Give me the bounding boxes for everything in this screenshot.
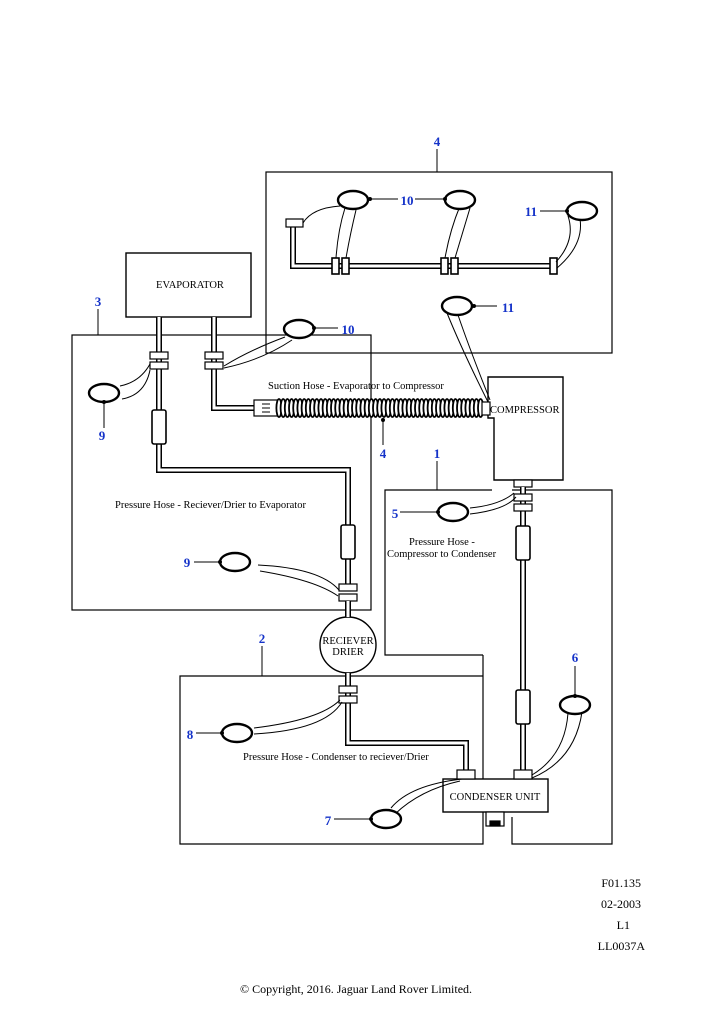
pressure-hose-condenser-receiver-label: Pressure Hose - Condenser to reciever/Dr… [243, 752, 429, 763]
pressure-hose-compressor-condenser-label-1: Pressure Hose - [409, 537, 475, 548]
callout-4-hose: 4 [380, 446, 387, 461]
group-box-4 [265, 171, 613, 354]
callout-8: 8 [187, 727, 194, 742]
suction-hose-label: Suction Hose - Evaporator to Compressor [268, 381, 444, 392]
pressure-hose-receiver-evaporator [149, 317, 358, 617]
callout-leaders [97, 149, 577, 821]
evaporator-unit [125, 252, 252, 318]
callout-10-top: 10 [401, 193, 414, 208]
reference-date: 02-2003 [601, 897, 641, 911]
o-ring [220, 722, 254, 744]
condenser-label: CONDENSER UNIT [450, 792, 541, 803]
compressor-unit [487, 376, 564, 481]
group-box-3 [71, 334, 372, 611]
callout-5: 5 [392, 506, 399, 521]
compressor-label: COMPRESSOR [490, 405, 559, 416]
o-ring [440, 295, 474, 317]
copyright-notice: © Copyright, 2016. Jaguar Land Rover Lim… [240, 982, 472, 996]
o-ring [87, 382, 121, 404]
group-box-2 [179, 655, 484, 845]
reference-code: LL0037A [598, 939, 646, 953]
callout-10-mid: 10 [342, 322, 355, 337]
callout-3: 3 [95, 294, 102, 309]
detail-pipe-assembly [285, 205, 582, 275]
group-box-1 [511, 489, 613, 845]
callout-9-bottom: 9 [184, 555, 191, 570]
pressure-hose-compressor-condenser [513, 487, 533, 780]
o-ring [282, 318, 316, 340]
o-ring [443, 189, 477, 211]
suction-hose [204, 317, 491, 418]
o-ring [369, 808, 403, 830]
pressure-hose-receiver-evaporator-label: Pressure Hose - Reciever/Drier to Evapor… [115, 500, 306, 511]
callout-4-box: 4 [434, 134, 441, 149]
receiver-drier-label-1: RECIEVER [322, 636, 373, 647]
pressure-hose-compressor-condenser-label-2: Compressor to Condenser [387, 549, 497, 560]
callout-1: 1 [434, 446, 441, 461]
callout-9-top: 9 [99, 428, 106, 443]
condenser-unit [442, 778, 549, 813]
o-ring [565, 200, 599, 222]
pressure-hose-condenser-receiver [338, 673, 476, 780]
evaporator-label: EVAPORATOR [156, 280, 224, 291]
callout-6: 6 [572, 650, 579, 665]
o-ring [558, 694, 592, 716]
corrugated-hose-section [275, 398, 485, 418]
o-ring [218, 551, 252, 573]
callout-11-mid: 11 [502, 300, 514, 315]
callout-2: 2 [259, 631, 266, 646]
leader-lines [119, 312, 583, 815]
group-box-1-left [384, 489, 492, 656]
callout-7: 7 [325, 813, 332, 828]
callout-11-top: 11 [525, 204, 537, 219]
receiver-drier-label-2: DRIER [332, 647, 364, 658]
o-ring [336, 189, 370, 211]
reference-figure: F01.135 [601, 876, 641, 890]
o-ring [436, 501, 470, 523]
reference-level: L1 [617, 918, 630, 932]
